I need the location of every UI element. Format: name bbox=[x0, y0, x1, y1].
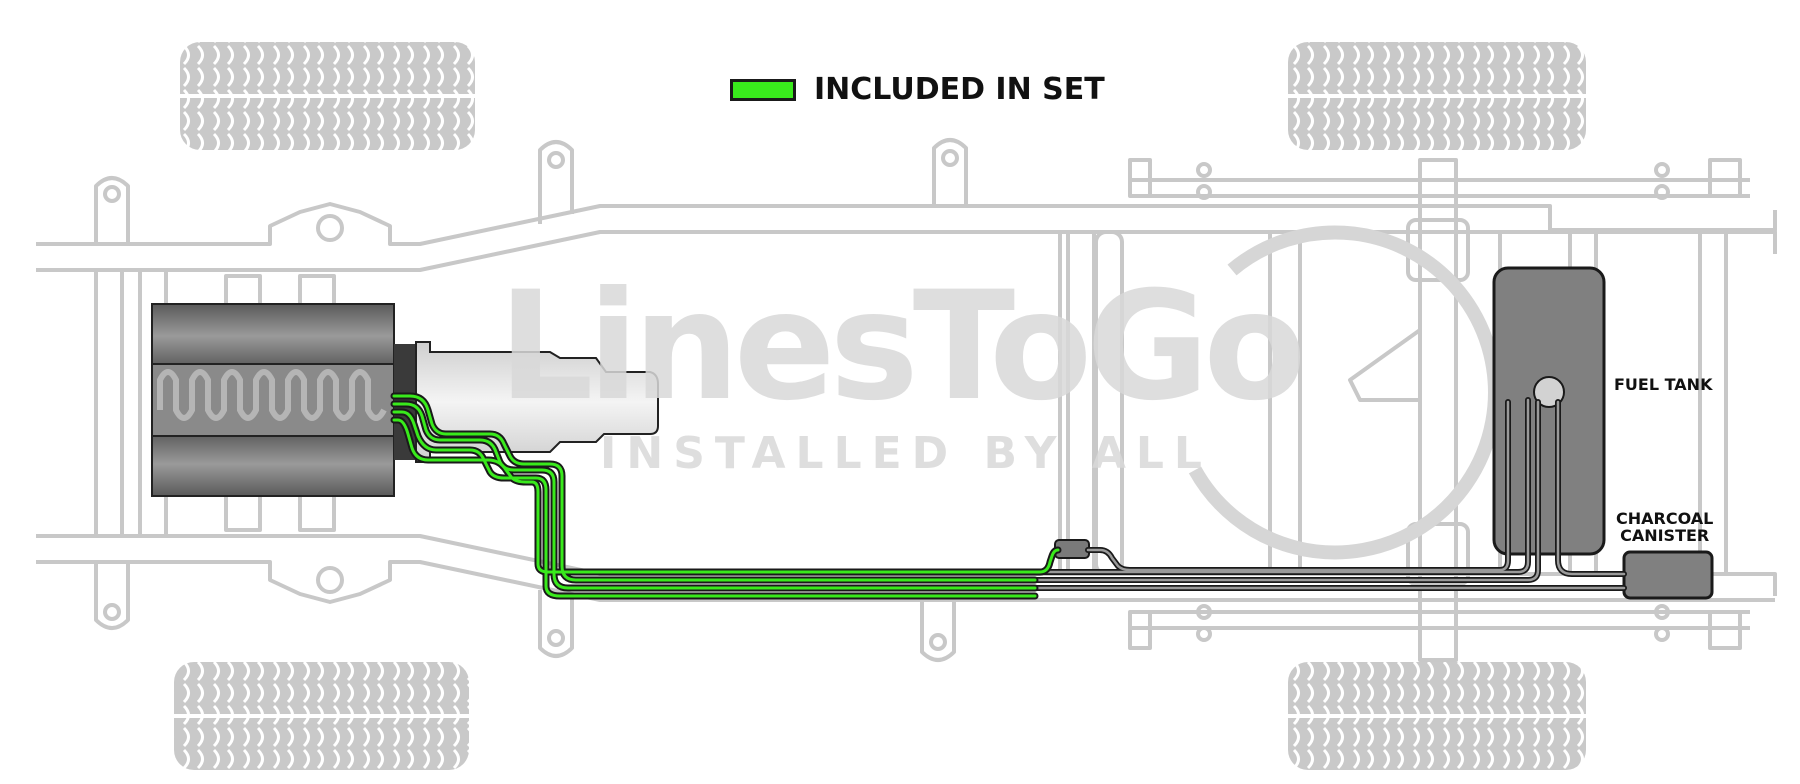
fuel-tank-label: FUEL TANK bbox=[1614, 375, 1713, 394]
legend-swatch bbox=[730, 78, 796, 101]
charcoal-canister-label: CHARCOAL CANISTER bbox=[1616, 510, 1713, 544]
existing-lines bbox=[1032, 397, 1627, 591]
charcoal-canister-label-line1: CHARCOAL bbox=[1616, 509, 1714, 528]
watermark-subtitle: INSTALLED BY ALL bbox=[600, 428, 1212, 479]
tire-front-right bbox=[174, 662, 469, 770]
fuel-tank bbox=[1492, 266, 1606, 556]
tire-front-left bbox=[180, 42, 475, 150]
tire-rear-right bbox=[1288, 662, 1586, 770]
charcoal-canister bbox=[1622, 550, 1714, 600]
watermark-title: LinesToGo bbox=[498, 260, 1306, 434]
legend-label: INCLUDED IN SET bbox=[814, 72, 1105, 107]
legend: INCLUDED IN SET bbox=[730, 72, 1105, 107]
included-lines bbox=[390, 392, 1062, 600]
tire-rear-left bbox=[1288, 42, 1586, 150]
engine-block bbox=[151, 303, 416, 497]
watermark-swoosh bbox=[1188, 225, 1502, 560]
charcoal-canister-label-line2: CANISTER bbox=[1620, 526, 1710, 545]
